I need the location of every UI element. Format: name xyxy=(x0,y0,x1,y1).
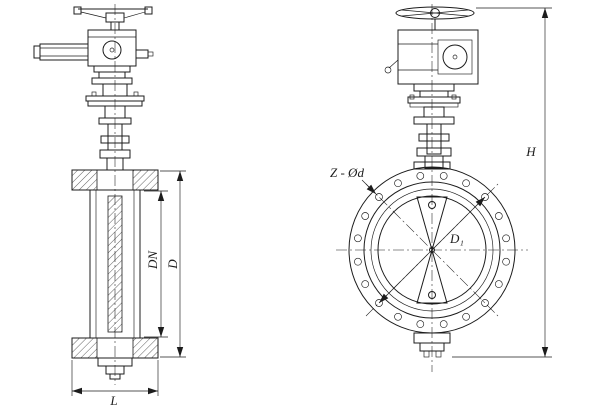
dimension-l: L xyxy=(71,360,159,408)
handwheel-port-icon xyxy=(442,44,468,70)
actuator-side xyxy=(33,6,154,171)
dn-label: DN xyxy=(145,250,160,270)
dimension-d: D xyxy=(160,170,186,358)
left-view: DN D L xyxy=(33,4,186,408)
flange-raised-face-circle xyxy=(363,181,501,319)
z-od-label: Z - Ød xyxy=(330,165,364,180)
z-od-leader-arrow xyxy=(361,179,377,195)
bore-circle xyxy=(377,195,487,305)
l-label: L xyxy=(109,393,117,408)
d-label: D xyxy=(165,259,180,270)
dimension-h: H xyxy=(452,7,552,358)
bottom-cover-side xyxy=(97,357,133,380)
yoke-column-side xyxy=(85,65,145,171)
dimension-d1: D₁ xyxy=(378,196,486,304)
indicator-port-icon xyxy=(102,40,122,60)
bottom-cover-front xyxy=(413,332,451,358)
handwheel-side-icon xyxy=(73,6,153,31)
handwheel-front-icon xyxy=(395,6,475,30)
disc-section xyxy=(107,195,123,333)
d1-label: D₁ xyxy=(449,231,464,246)
callout-z-od: Z - Ød xyxy=(330,165,377,195)
yoke-column-front xyxy=(407,83,461,170)
actuator-front xyxy=(384,6,479,170)
right-view: Z - Ød D₁ H xyxy=(330,4,552,372)
declutch-lever-icon xyxy=(384,59,399,74)
motor-cylinder xyxy=(33,43,89,61)
valve-body-section xyxy=(71,169,159,380)
seat-circle xyxy=(370,188,494,312)
h-label: H xyxy=(525,144,536,159)
dimension-dn: DN xyxy=(144,190,168,338)
